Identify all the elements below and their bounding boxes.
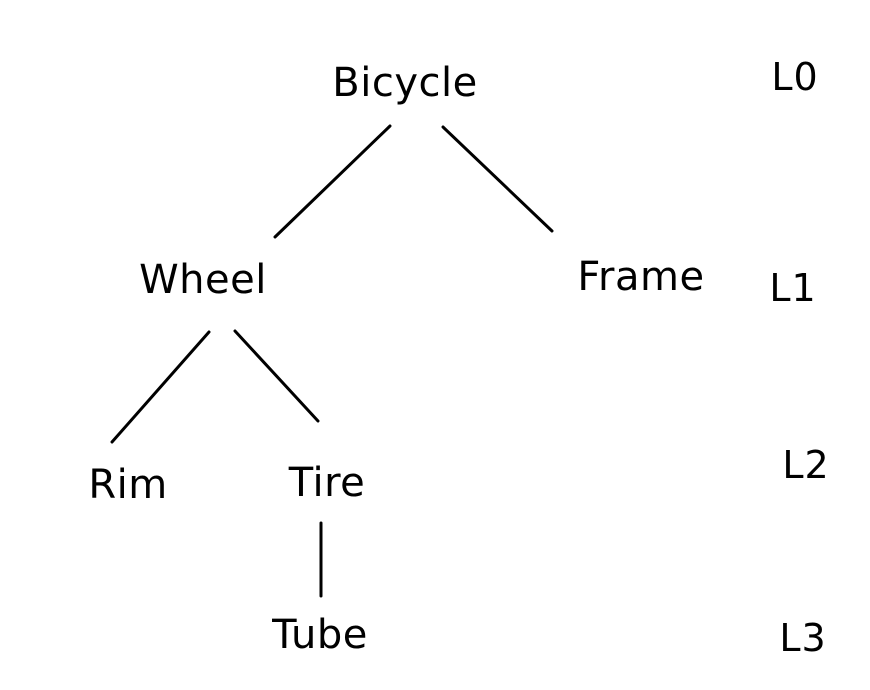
edge-bicycle-frame <box>441 125 554 233</box>
level-label-l3: L3 <box>779 616 827 660</box>
node-frame[interactable]: Frame <box>577 254 705 300</box>
edge-wheel-tire <box>233 329 320 423</box>
node-rim[interactable]: Rim <box>88 462 168 508</box>
level-label-l0: L0 <box>771 55 819 99</box>
edge-wheel-rim <box>110 330 211 444</box>
level-label-l1: L1 <box>769 266 817 310</box>
node-bicycle[interactable]: Bicycle <box>332 60 478 106</box>
node-wheel[interactable]: Wheel <box>139 257 267 303</box>
level-label-l2: L2 <box>782 443 830 487</box>
node-tire[interactable]: Tire <box>288 460 366 506</box>
node-tube[interactable]: Tube <box>272 612 368 658</box>
edge-bicycle-wheel <box>273 124 392 239</box>
